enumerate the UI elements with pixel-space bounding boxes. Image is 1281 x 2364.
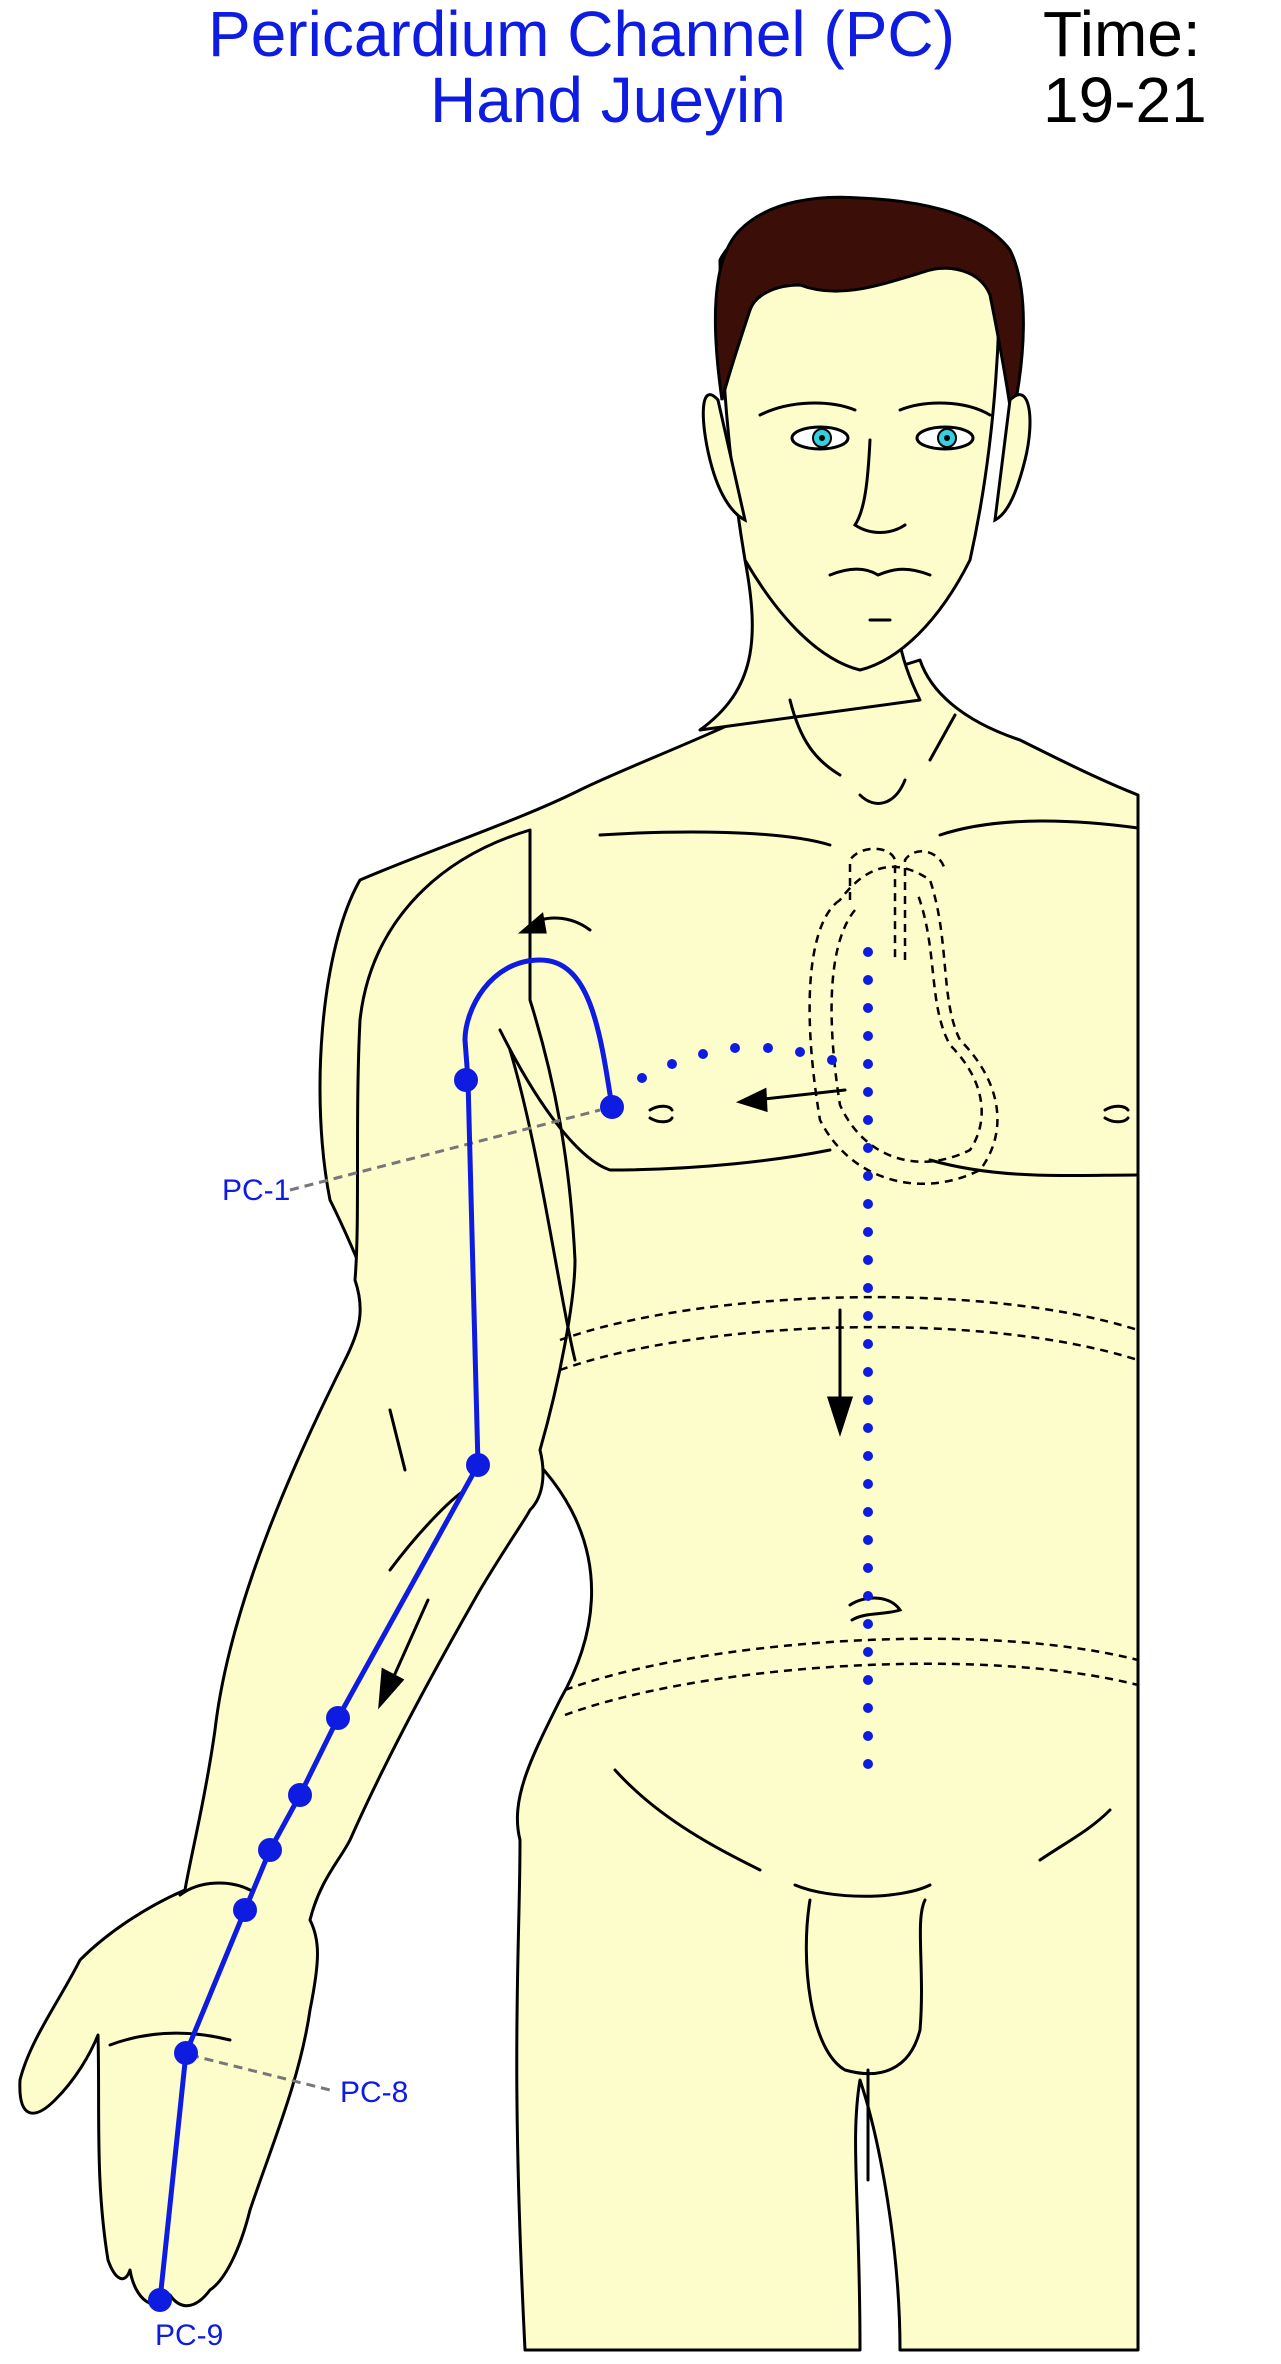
arm-inner-line	[508, 1048, 577, 1362]
arrow-forearm-shaft	[388, 1598, 430, 1687]
mouth	[828, 567, 932, 577]
title-block: Pericardium Channel (PC) Hand Jueyin Tim…	[208, 0, 1207, 136]
internal-channel-dots	[637, 947, 873, 1769]
clavicle-left	[598, 830, 832, 847]
heart-outline	[808, 865, 999, 1185]
label-pc9: PC-9	[155, 2319, 223, 2352]
heart-inner	[830, 894, 983, 1163]
right-ear	[993, 393, 1032, 523]
palm-crease	[108, 2031, 232, 2047]
label-pc1: PC-1	[222, 1174, 290, 1207]
acupoint-pc8	[174, 2041, 198, 2065]
arrow-chest-shaft	[753, 1088, 847, 1102]
band-upper-2	[559, 1325, 1139, 1372]
wrist-crease	[178, 1881, 252, 1897]
acupoint-pc2	[454, 1068, 478, 1092]
channel-title: Pericardium Channel (PC)	[208, 0, 955, 70]
left-ear	[701, 393, 748, 523]
leader-pc8	[189, 2053, 331, 2092]
arrow-shoulder-head	[517, 912, 547, 934]
genital	[804, 1898, 927, 2076]
arrow-chest-head	[735, 1087, 768, 1113]
acupoints	[148, 1068, 624, 2312]
time-value: 19-21	[1043, 64, 1207, 136]
arrow-abdomen-head	[826, 1396, 854, 1437]
right-eyebrow	[898, 401, 992, 417]
left-arm	[18, 828, 577, 2308]
channel-subtitle: Hand Jueyin	[430, 64, 786, 136]
aorta-arches	[848, 847, 947, 960]
acupoint-pc7	[233, 1898, 257, 1922]
eyes	[790, 425, 975, 451]
neck-left-line	[788, 698, 842, 777]
chest-right	[928, 1158, 1140, 1178]
leader-pc1	[289, 1108, 601, 1192]
left-eyebrow	[758, 401, 857, 417]
nose	[852, 438, 907, 534]
band-lower-2	[564, 1662, 1139, 1717]
pelvis-right	[1038, 1808, 1112, 1862]
arrow-forearm-head	[378, 1667, 405, 1710]
chest-left	[498, 1028, 832, 1172]
band-lower-1	[564, 1637, 1139, 1692]
clavicle-right	[938, 819, 1140, 837]
neck-right-line	[928, 713, 957, 762]
sternal-notch	[858, 778, 907, 805]
groin-arc	[793, 1883, 932, 1898]
acupoint-pc1	[600, 1095, 624, 1119]
nipple-right	[1103, 1104, 1130, 1124]
elbow-crease-a	[388, 1408, 407, 1472]
acupoint-pc3	[466, 1453, 490, 1477]
acupoint-pc6	[258, 1838, 282, 1862]
band-upper-1	[559, 1295, 1139, 1342]
channel-path	[157, 957, 615, 2303]
label-pc8: PC-8	[340, 2076, 408, 2109]
nipple-left	[648, 1104, 674, 1124]
acupoint-pc5	[288, 1783, 312, 1807]
acupoint-pc4	[326, 1706, 350, 1730]
acupoint-pc9	[148, 2288, 172, 2312]
pelvis-left	[613, 1768, 762, 1872]
